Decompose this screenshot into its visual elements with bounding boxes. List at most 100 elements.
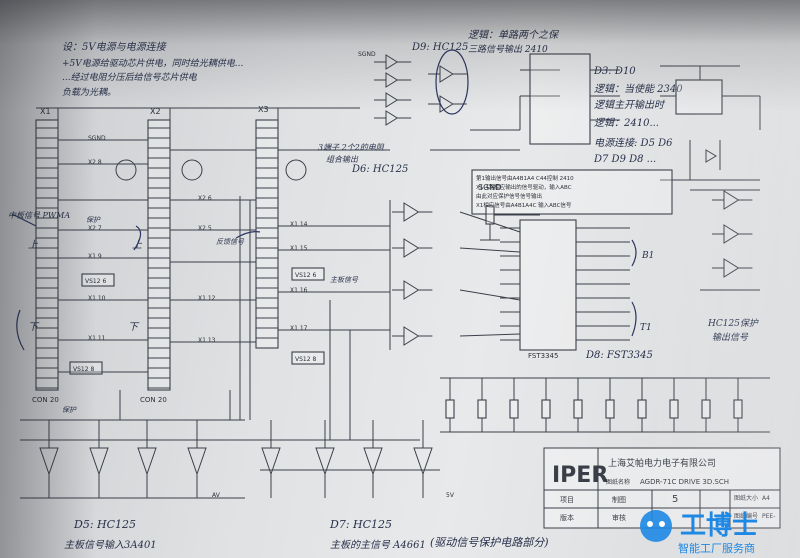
sig-x2-5: X2 5 — [198, 225, 212, 232]
chip-d8: FST3345 — [519, 219, 577, 360]
resistor-rs3 — [509, 399, 519, 419]
sig-x1-11: X1 11 — [88, 335, 106, 342]
sig-x1-9: X1 9 — [88, 253, 102, 260]
resistor-rs1 — [445, 399, 455, 419]
note-side-1: 保护 — [86, 216, 101, 224]
d6-gate-2 — [403, 238, 420, 258]
watermark-robot-icon — [640, 510, 672, 542]
connector-x3-label: X3 — [258, 105, 269, 114]
note-top-left: 设：5V电源与电源连接 — [62, 41, 168, 53]
d6-gate-4 — [403, 326, 420, 346]
sig-x1-15: X1 15 — [290, 245, 308, 252]
note-right-4: 逻辑：2410... — [594, 117, 659, 129]
transistor-1 — [115, 159, 137, 181]
note-line-3: ...经过电阻分压后给信号芯片供电 — [62, 72, 198, 83]
resistor-rs5 — [573, 399, 583, 419]
resistor-row — [445, 378, 743, 432]
resistor-rs9 — [701, 399, 711, 419]
note-right-hc: HC125保护 — [707, 318, 759, 329]
right-gate-3 — [723, 258, 740, 278]
resistor-rs2 — [477, 399, 487, 419]
d9-gate-4 — [385, 110, 399, 126]
note-side-3: 主板信号 — [330, 276, 359, 284]
right-gate-1 — [723, 190, 740, 210]
note-right-2: 逻辑：当使能 2340 — [594, 83, 683, 95]
resistor-rs10 — [733, 399, 743, 419]
note-bl-right: 保护 — [62, 406, 77, 414]
sig-x2-8: X2 8 — [88, 159, 102, 166]
note-t1: T1 — [640, 323, 652, 333]
sig-x2-6: X2 6 — [198, 195, 212, 202]
sig-x1-17: X1 17 — [290, 325, 308, 332]
transistor-2 — [181, 159, 203, 181]
connector-x3: X3 — [255, 105, 279, 349]
sig-sgnd-1: SGND — [88, 135, 106, 142]
right-hc125-gates — [690, 189, 760, 291]
chip-d6-label: D6: HC125 — [351, 164, 408, 175]
title-logo: IPER — [552, 463, 608, 488]
vs12-label-2: VS12 8 — [73, 366, 94, 373]
note-d5-bottom-2: 主板信号输入3A401 — [64, 539, 157, 551]
bottom-buffer-gates — [39, 420, 433, 498]
title-rev: 审核 — [612, 513, 626, 522]
d9-output-block — [529, 53, 591, 145]
resistor-rs6 — [605, 399, 615, 419]
note-mid-down: 下 — [128, 322, 140, 333]
title-file-name: AGDR-71C DRIVE 3D.SCH — [640, 478, 729, 486]
note-d9-2: 三路信号输出 2410 — [468, 44, 548, 55]
sig-sgnd-2: SGND — [478, 183, 501, 192]
note-right-1: D3: D10 — [593, 66, 636, 77]
title-proj: 项目 — [560, 496, 574, 504]
vs12-label-1: VS12 6 — [85, 278, 106, 285]
watermark-text: 工博士 — [680, 511, 758, 541]
d6-gate-1 — [403, 202, 420, 222]
printed-note-1: 第1输出信号由A4B1A4 C44控制 2410 — [476, 174, 574, 182]
d5-bottom-gate-1 — [39, 447, 59, 476]
d5-bottom-gate-2 — [89, 447, 109, 476]
sig-x1-16: X1 16 — [290, 287, 308, 294]
chip-d8-ic-label: FST3345 — [528, 352, 558, 360]
note-right-5: 电源连接: D5 D6 — [594, 137, 673, 149]
sig-x2-7: X2 7 — [88, 225, 102, 232]
sig-x1-14: X1 14 — [290, 221, 308, 228]
watermark-sub: 智能工厂服务商 — [678, 541, 755, 555]
watermark-logo: 工博士 智能工厂服务商 — [640, 510, 758, 555]
transistor-3 — [285, 159, 307, 181]
d9-gate-3 — [385, 92, 399, 108]
title-company: 上海艾帕电力电子有限公司 — [608, 457, 716, 469]
note-right-6: D7 D9 D8 ... — [593, 154, 656, 165]
note-d9: 逻辑：单路两个之保 — [468, 29, 559, 41]
note-right-3: 逻辑主开输出时 — [594, 99, 666, 111]
note-line-4: 负载为光耦。 — [62, 87, 116, 98]
resistor-rs7 — [637, 399, 647, 419]
note-left-top: 中板信号 PWMA — [8, 211, 70, 220]
note-bottom-center: (驱动信号保护电路部分) — [430, 536, 549, 549]
sig-5v: 5V — [446, 492, 455, 499]
sig-x1-13: X1 13 — [198, 337, 216, 344]
d9-gate-2 — [385, 72, 399, 88]
note-left-up: 上 — [28, 239, 39, 251]
title-file-label: 图纸名称 — [606, 478, 630, 486]
d6-gate-3 — [403, 280, 420, 300]
d9-amp-2 — [439, 95, 454, 113]
d9-gate-1 — [385, 54, 399, 70]
chip-d5-bottom: D5: HC125 — [73, 518, 136, 531]
signal-lines — [58, 139, 390, 440]
chip-d7-bottom: D7: HC125 — [329, 518, 392, 531]
note-side-2: 反馈信号 — [216, 238, 245, 246]
connector-x1-type: CON 20 — [32, 396, 59, 404]
sig-x1-10: X1 10 — [88, 295, 106, 302]
connector-x2-type: CON 20 — [140, 396, 167, 404]
resistor-r7 — [485, 205, 495, 225]
d6-buffer-gates — [389, 200, 521, 350]
sig-av: AV — [212, 492, 221, 499]
sig-d9-in: SGND — [358, 51, 376, 58]
connector-x2: X2 CON 20 — [140, 107, 171, 404]
d9-amp-1 — [439, 65, 454, 83]
resistor-rs4 — [541, 399, 551, 419]
note-line-2: +5V电源给驱动芯片供电，同时给光耦供电... — [62, 58, 243, 69]
sig-x1-12: X1 12 — [198, 295, 216, 302]
vs12-label-3: VS12 6 — [295, 272, 316, 279]
resistor-rs8 — [669, 399, 679, 419]
